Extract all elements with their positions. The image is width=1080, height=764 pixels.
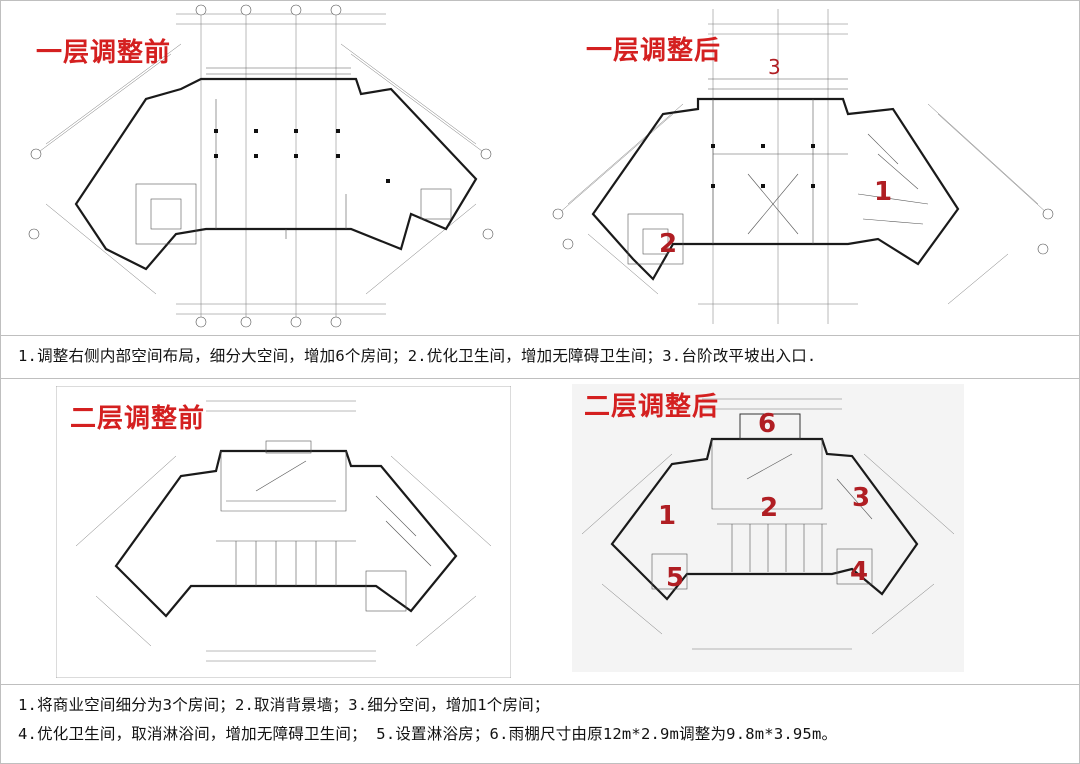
floor2-before-plan <box>56 386 511 678</box>
floor2-before-title: 二层调整前 <box>70 404 206 434</box>
floor1-after-plan: 3 1 2 <box>552 9 1054 324</box>
floor1-before-plan <box>28 4 494 328</box>
marker-3: 3 <box>852 483 870 513</box>
marker-1: 1 <box>874 177 892 207</box>
floor2-after-panel: 6 1 2 3 5 4 <box>572 384 964 672</box>
marker-1: 1 <box>658 501 676 531</box>
floor2-caption-line2: 4.优化卫生间，取消淋浴间，增加无障碍卫生间； 5.设置淋浴房；6.雨棚尺寸由原… <box>18 725 838 743</box>
divider-middle <box>0 378 1080 379</box>
floor1-before-panel: 一层调整前 <box>6 4 514 332</box>
marker-2: 2 <box>659 229 677 259</box>
floor2-after-title: 二层调整后 <box>584 392 720 422</box>
floor1-caption: 1.调整右侧内部空间布局，细分大空间，增加6个房间；2.优化卫生间，增加无障碍卫… <box>18 347 817 365</box>
marker-5: 5 <box>666 563 684 593</box>
divider-bottom <box>0 684 1080 685</box>
floor1-after-panel: 3 1 2 一层调整后 <box>548 4 1068 332</box>
floor1-before-title: 一层调整前 <box>36 38 172 68</box>
floor2-before-panel: 二层调整前 <box>56 386 511 678</box>
marker-3: 3 <box>768 55 781 79</box>
marker-2: 2 <box>760 493 778 523</box>
floor2-after-plan: 6 1 2 3 5 4 <box>581 398 955 650</box>
floor1-after-title: 一层调整后 <box>586 36 722 66</box>
marker-4: 4 <box>850 557 868 587</box>
divider-top <box>0 335 1080 336</box>
marker-6: 6 <box>758 409 776 439</box>
floor2-caption-line1: 1.将商业空间细分为3个房间；2.取消背景墙；3.细分空间，增加1个房间； <box>18 696 550 714</box>
